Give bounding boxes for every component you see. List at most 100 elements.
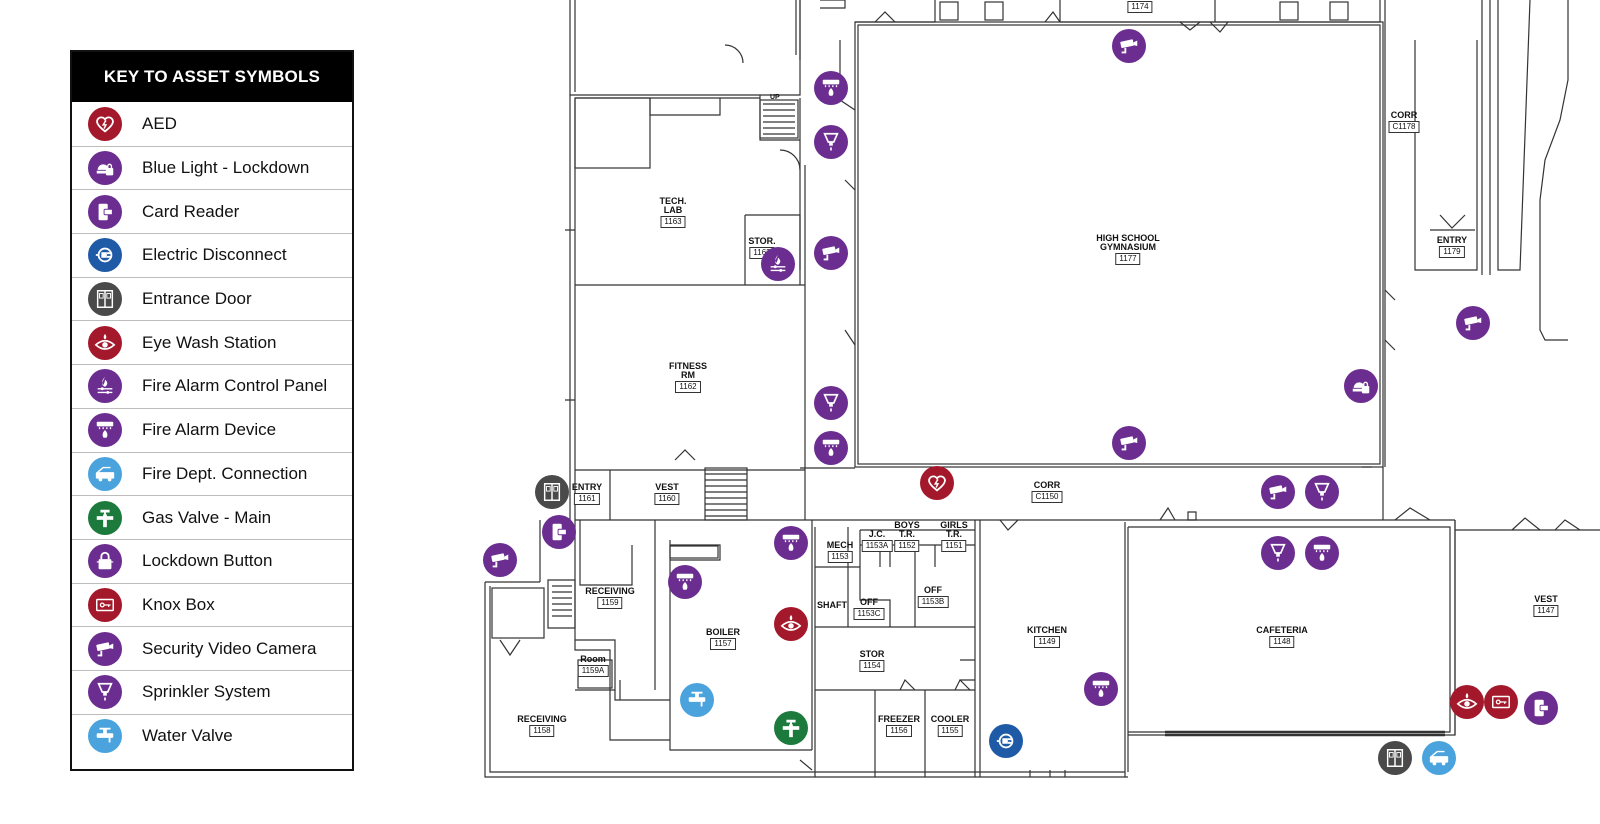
legend-item-label: Entrance Door [142,289,252,309]
room-number: 1156 [886,725,912,737]
legend-item-label: Gas Valve - Main [142,507,272,527]
room-number: 1153A [861,540,893,552]
stair-up-label: UP [770,94,780,101]
room-number: 1162 [675,381,701,393]
sprinkler-icon [88,675,122,710]
legend-item-electric: Electric Disconnect [72,233,352,277]
key-box-icon[interactable] [1484,685,1518,719]
key-box-icon [88,587,122,622]
flame-sliders-icon [88,369,122,404]
legend-item-door: Entrance Door [72,276,352,321]
legend-title: KEY TO ASSET SYMBOLS [72,52,352,102]
heart-icon[interactable] [920,466,954,500]
room-name: CAFETERIA [1256,625,1308,635]
room-name: CORR [1033,480,1061,490]
room-number: 1153B [917,596,949,608]
room-number: 1179 [1439,246,1465,258]
room-name: FITNESS RM [668,361,708,380]
legend-item-card: Card Reader [72,189,352,233]
camera-icon[interactable] [1456,306,1490,340]
room-label: J.C.1153A [861,529,893,552]
room-label: GIRLS T.R.1151 [940,521,968,552]
gas-valve-icon [88,500,122,535]
fire-truck-icon[interactable] [1422,741,1456,775]
flame-alarm-icon[interactable] [814,71,848,105]
room-name: OFF [923,585,942,595]
plug-icon[interactable] [989,724,1023,758]
room-name: J.C. [868,529,886,539]
flame-alarm-icon[interactable] [814,431,848,465]
room-name: KITCHEN [1027,625,1067,635]
flame-alarm-icon[interactable] [774,526,808,560]
flame-alarm-icon[interactable] [1084,672,1118,706]
legend-item-bluelight: Blue Light - Lockdown [72,145,352,190]
room-number: C1150 [1031,491,1063,503]
camera-icon[interactable] [1112,29,1146,63]
double-door-icon[interactable] [535,475,569,509]
sprinkler-icon[interactable] [1261,536,1295,570]
gas-valve-icon[interactable] [774,711,808,745]
room-name: ENTRY [571,482,603,492]
legend-item-label: Electric Disconnect [142,245,287,265]
legend-item-label: Card Reader [142,201,240,221]
legend-item-label: AED [142,113,177,133]
legend-item-gas: Gas Valve - Main [72,495,352,539]
flame-sliders-icon[interactable] [761,247,795,281]
room-name: Room [580,654,606,664]
room-number: 1157 [710,638,736,650]
legend-item-label: Fire Alarm Device [142,420,277,440]
legend-item-label: Water Valve [142,725,233,745]
eye-drop-icon[interactable] [774,607,808,641]
room-name: STOR [859,649,885,659]
sprinkler-icon[interactable] [814,125,848,159]
camera-icon[interactable] [814,236,848,270]
room-number: 1159 [597,597,623,609]
room-number: 1153 [827,551,853,563]
legend-item-label: Fire Dept. Connection [142,463,308,483]
camera-icon[interactable] [483,543,517,577]
eye-drop-icon[interactable] [1450,685,1484,719]
sprinkler-icon[interactable] [1305,475,1339,509]
faucet-icon[interactable] [680,683,714,717]
legend-item-label: Blue Light - Lockdown [142,158,310,178]
card-reader-icon[interactable] [1524,691,1558,725]
room-number: 1149 [1034,636,1060,648]
room-name: STOR. [748,236,776,246]
room-number: 1158 [529,725,555,737]
room-number: 1177 [1115,253,1141,265]
legend-item-water: Water Valve [72,713,352,758]
flame-alarm-icon[interactable] [1305,536,1339,570]
room-number: 1147 [1533,605,1559,617]
legend-item-lockdown: Lockdown Button [72,538,352,583]
room-name: TECH. LAB [659,196,687,215]
eye-drop-icon [88,325,122,360]
double-door-icon[interactable] [1378,741,1412,775]
sprinkler-icon[interactable] [814,386,848,420]
room-number: 1174 [1127,1,1153,13]
room-label: BOYS T.R.1152 [894,521,920,552]
blue-light-lock-icon[interactable] [1344,369,1378,403]
camera-icon[interactable] [1112,426,1146,460]
asset-legend: KEY TO ASSET SYMBOLS AED Blue Light - Loc… [70,50,354,771]
flame-alarm-icon[interactable] [668,565,702,599]
room-number: 1153C [853,608,885,620]
room-name: SHAFT [817,600,847,610]
camera-icon[interactable] [1261,475,1295,509]
legend-item-aed: AED [72,102,352,146]
room-number: C1178 [1388,121,1420,133]
card-reader-icon[interactable] [542,515,576,549]
room-name: COOLER [930,714,970,724]
room-number: 1155 [937,725,963,737]
room-number: 1160 [654,493,680,505]
